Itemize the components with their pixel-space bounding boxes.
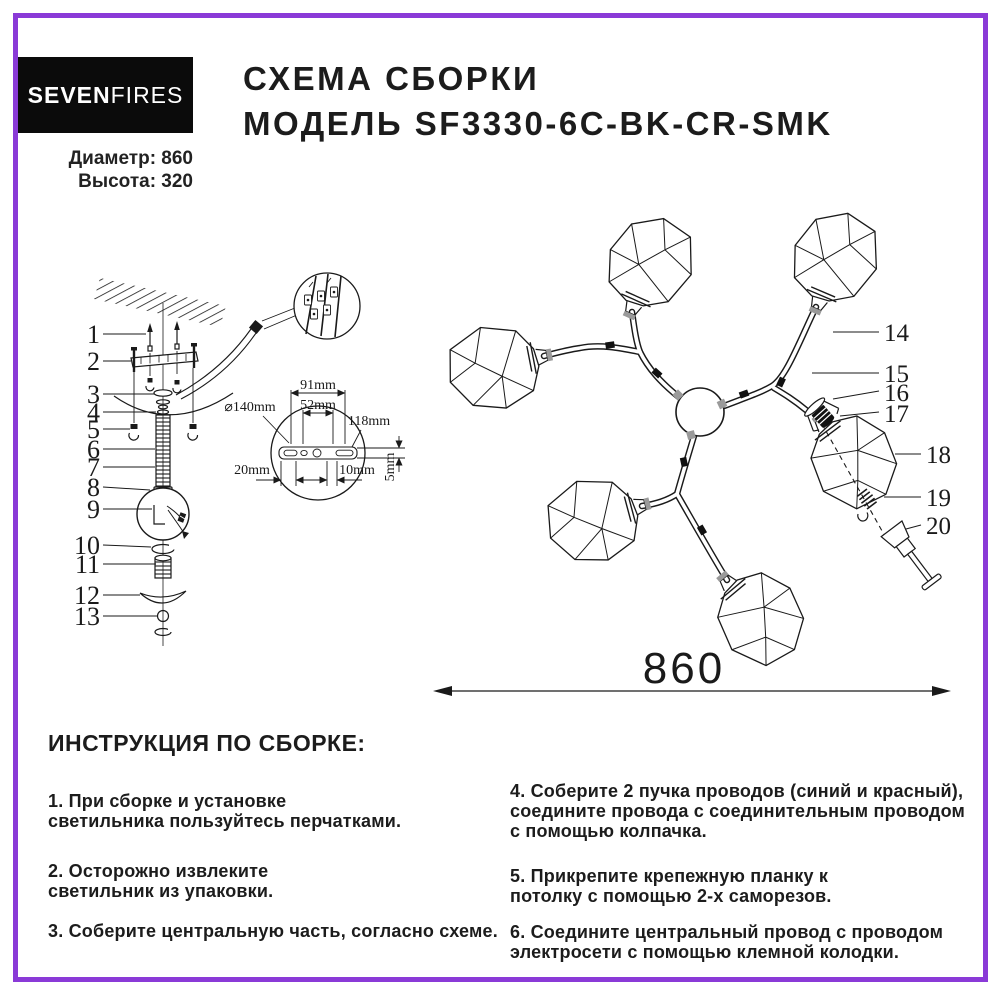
- hook-screws: [128, 424, 199, 441]
- part-number-4: 4: [87, 398, 100, 427]
- title-line1: СХЕМА СБОРКИ: [243, 60, 540, 97]
- arm-clips: [605, 341, 786, 536]
- chandelier-top-view: 14 15 16 17 18 19 20: [440, 198, 951, 682]
- part-number-11: 11: [75, 550, 100, 579]
- instruction-step-1-text: 1. При сборке и установке светильника по…: [48, 791, 402, 831]
- dimension-lines: [256, 389, 403, 486]
- title-line2: МОДЕЛЬ SF3330-6C-BK-CR-SMK: [243, 105, 833, 142]
- ring-hook: [857, 512, 869, 522]
- ceiling-canopy: [113, 389, 234, 416]
- instruction-step-2: 2. Осторожно извлеките светильник из упа…: [48, 861, 503, 901]
- part-number-18: 18: [926, 442, 951, 469]
- left-part-numbers: 1 2 3 4 5 6 7 8 9 10 11 12 13: [74, 320, 100, 631]
- brand-logo-light: FIRES: [110, 81, 184, 108]
- dimension-arrow-right: [932, 686, 951, 696]
- instructions-heading: ИНСТРУКЦИЯ ПО СБОРКЕ:: [48, 730, 366, 756]
- page-title: СХЕМА СБОРКИ МОДЕЛЬ SF3330-6C-BK-CR-SMK: [243, 56, 833, 146]
- part-number-5: 5: [87, 415, 100, 444]
- instruction-step-1: 1. При сборке и установке светильника по…: [48, 791, 503, 831]
- part-number-16: 16: [884, 380, 909, 407]
- instruction-step-5: 5. Прикрепите крепежную планку к потолку…: [510, 866, 975, 906]
- bracket-plate: [278, 446, 405, 460]
- part-number-3: 3: [87, 380, 100, 409]
- brand-logo-bold: SEVEN: [27, 81, 111, 108]
- shade-top-left: [587, 203, 709, 335]
- part-number-7: 7: [87, 453, 100, 482]
- part-number-9: 9: [87, 495, 100, 524]
- ceiling-mount-assembly: 1 2 3 4 5 6 7 8 9 10 11 12 13: [74, 278, 234, 646]
- part-number-6: 6: [87, 435, 100, 464]
- ceiling-hatch: [94, 278, 226, 327]
- dim-20mm: 20mm: [234, 463, 270, 478]
- part-number-10: 10: [74, 531, 100, 560]
- part-number-14: 14: [884, 320, 910, 347]
- dim-10mm: 10mm: [339, 463, 375, 478]
- instruction-step-4-text: 4. Соберите 2 пучка проводов (синий и кр…: [510, 781, 966, 841]
- lower-stack: [139, 543, 187, 637]
- ball-joint: [136, 486, 190, 541]
- product-dimensions: Диаметр: 860 Высота: 320: [18, 147, 193, 193]
- overall-width-dimension: 860: [433, 644, 951, 696]
- diameter-label: Диаметр: 860: [68, 148, 193, 169]
- mount-screws: [147, 321, 180, 376]
- dim-91mm: 91mm: [300, 378, 336, 393]
- shade-left: [440, 314, 561, 419]
- dim-140mm: ⌀140mm: [224, 400, 275, 415]
- overall-width-label: 860: [643, 644, 725, 693]
- right-part-numbers: 14 15 16 17 18 19 20: [884, 320, 951, 540]
- dimension-labels: 91mm 52mm ⌀140mm 118mm 20mm 10mm 5mm: [224, 378, 398, 481]
- bulb-holder: [880, 520, 942, 591]
- shade-top-right: [772, 198, 893, 330]
- part-number-20: 20: [926, 513, 951, 540]
- instruction-step-5-text: 5. Прикрепите крепежную планку к потолку…: [510, 866, 832, 906]
- instruction-step-6-text: 6. Соедините центральный провод с провод…: [510, 922, 944, 962]
- bracket-dimension-detail: 91mm 52mm ⌀140mm 118mm 20mm 10mm 5mm: [224, 378, 405, 501]
- height-label: Высота: 320: [78, 171, 193, 192]
- explode-axis: [821, 423, 887, 539]
- shade-bottom-left: [537, 463, 663, 574]
- instruction-step-3: 3. Соберите центральную часть, согласно …: [48, 921, 503, 941]
- part-number-2: 2: [87, 347, 100, 376]
- part-number-12: 12: [74, 581, 100, 610]
- left-part-leaders: [102, 333, 157, 617]
- instruction-step-2-text: 2. Осторожно извлеките светильник из упа…: [48, 861, 274, 901]
- dim-5mm: 5mm: [383, 453, 398, 482]
- dim-118mm: 118mm: [348, 414, 390, 429]
- shade-ring: [856, 488, 878, 510]
- nut-stack: [155, 399, 171, 415]
- part-number-1: 1: [87, 320, 100, 349]
- arm-and-terminal-detail: [175, 272, 361, 400]
- right-part-leaders: [812, 331, 922, 530]
- dim-52mm: 52mm: [300, 398, 336, 413]
- part-number-15: 15: [884, 361, 909, 388]
- threaded-rod: [155, 414, 171, 498]
- dimension-arrow-left: [433, 686, 452, 696]
- part-number-17: 17: [884, 401, 909, 428]
- instruction-step-4: 4. Соберите 2 пучка проводов (синий и кр…: [510, 781, 975, 841]
- instruction-step-6: 6. Соедините центральный провод с провод…: [510, 922, 975, 962]
- socket-assembly: [804, 397, 840, 432]
- part-number-19: 19: [926, 485, 951, 512]
- mounting-bracket: [130, 343, 199, 372]
- terminal-blocks: [304, 273, 342, 338]
- bracket-screws: [133, 368, 194, 423]
- part-number-13: 13: [74, 602, 100, 631]
- wire-connector: [248, 319, 264, 335]
- central-body: [675, 387, 725, 437]
- instruction-step-3-text: 3. Соберите центральную часть, согласно …: [48, 921, 498, 941]
- part-number-8: 8: [87, 473, 100, 502]
